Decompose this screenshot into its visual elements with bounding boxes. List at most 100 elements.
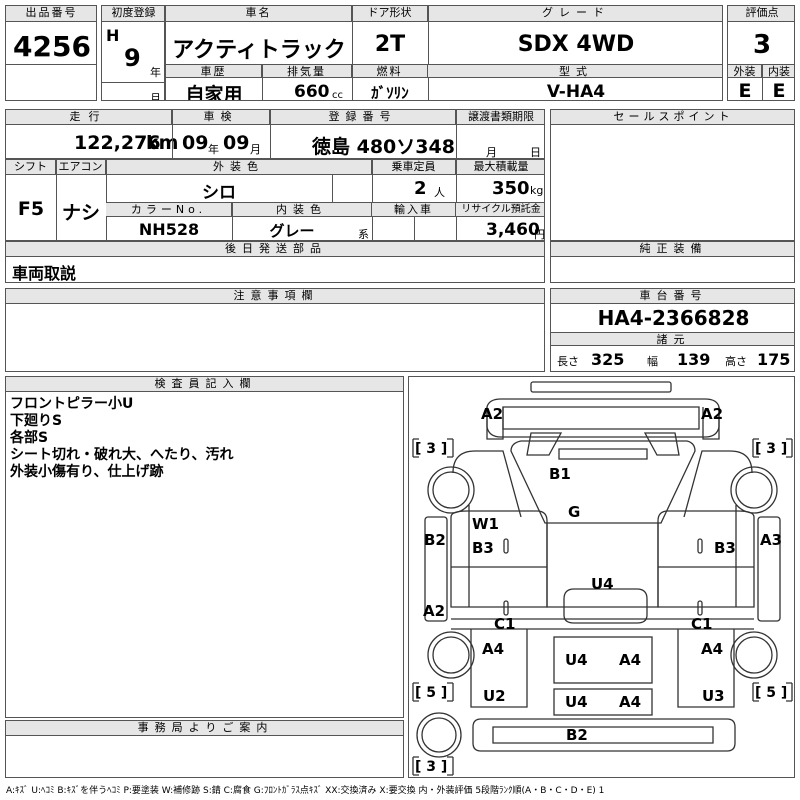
office-label: 事務局よりご案内 (6, 721, 403, 736)
import-label: 輸入車 (372, 202, 456, 217)
car-name-label: 車名 (166, 6, 352, 22)
first-registration-year: 9 (124, 44, 141, 72)
score-value: 3 (752, 30, 772, 60)
mark-u2: U2 (483, 687, 506, 705)
genuine-equip-box: 純正装備 (550, 241, 795, 283)
chassis-label: 車台番号 (551, 289, 794, 304)
shift-value: F5 (17, 198, 45, 220)
interior-grade-value: E (772, 80, 786, 101)
mark-u3: U3 (702, 687, 725, 705)
lot-number-value: 4256 (13, 30, 91, 63)
mark-b3-right: B3 (714, 539, 736, 557)
later-parts-value: 車両取説 (12, 264, 77, 283)
ext-color-value: シロ (202, 183, 236, 203)
int-color-suffix: 系 (358, 228, 369, 241)
mark-u4-mid: U4 (591, 575, 614, 593)
displacement-unit: cc (332, 90, 343, 101)
lot-number-label: 出品番号 (6, 6, 96, 22)
inspection-year-unit: 年 (208, 143, 219, 156)
office-box: 事務局よりご案内 (5, 720, 404, 778)
score-label: 評価点 (728, 6, 794, 22)
car-spec-box: 車名 ドア形状 グレード アクティトラック 2T SDX 4WD 車歴 排気量 … (165, 5, 723, 101)
width-label: 幅 (647, 355, 658, 368)
grade-label: グレード (428, 6, 722, 22)
recycle-value: 3,460 (486, 220, 540, 240)
tire-front-left: [ 3 ] (415, 441, 448, 457)
inspection-year: 09 (182, 132, 209, 154)
interior-grade-label: 内装 (762, 64, 794, 78)
registration-value: 徳島 480ソ348 (312, 136, 455, 158)
first-registration-label: 初度登録 (102, 6, 164, 22)
transfer-day-unit: 日 (530, 146, 541, 159)
height-value: 175 (757, 350, 791, 369)
door-label: ドア形状 (352, 6, 428, 22)
capacity-label: 乗車定員 (372, 160, 456, 175)
mileage-label: 走行 (6, 110, 172, 125)
tire-rear-left: [ 5 ] (415, 685, 448, 701)
mark-b1: B1 (549, 465, 571, 483)
damage-legend: A:ｷｽﾞ U:ﾍｺﾐ B:ｷｽﾞを伴うﾍｺﾐ P:要塗装 W:補修跡 S:錆 … (6, 786, 605, 796)
damage-diagram: A2 A2 B1 G W1 B3 B3 B2 A3 U4 A2 C1 C1 A4… (408, 376, 795, 778)
history-value: 自家用 (185, 84, 243, 101)
inspector-box: 検査員記入欄 フロントピラー小U 下廻りS 各部S シート切れ・破れ大、へたり、… (5, 376, 404, 718)
mileage-unit: km (146, 132, 179, 154)
specs-label: 諸元 (551, 332, 794, 346)
inspector-note-3: 各部S (10, 430, 49, 446)
int-color-value: グレー (269, 222, 315, 240)
mark-b3-left: B3 (472, 539, 494, 557)
car-name-value: アクティトラック (172, 38, 346, 63)
first-registration-month-unit: 月 (150, 92, 161, 101)
inspection-label: 車検 (172, 110, 270, 125)
displacement-label: 排気量 (262, 64, 352, 78)
mark-u4-rear: U4 (565, 693, 588, 711)
grade-value: SDX 4WD (517, 32, 635, 57)
model-value: V-HA4 (546, 82, 606, 101)
height-label: 高さ (725, 355, 747, 368)
mark-u4-bed: U4 (565, 651, 588, 669)
fuel-label: 燃料 (352, 64, 428, 78)
inspector-note-2: 下廻りS (10, 413, 63, 429)
recycle-unit: 円 (534, 228, 545, 241)
usage-box: 走行 車検 登録番号 譲渡書類期限 122,276 km 09 年 09 月 徳… (5, 109, 545, 159)
color-no-label: カラーNo. (106, 202, 232, 217)
length-label: 長さ (557, 355, 579, 368)
sales-point-box: セールスポイント (550, 109, 795, 241)
first-registration-box: 初度登録 H 9 年 月 (101, 5, 165, 101)
first-registration-year-unit: 年 (150, 66, 161, 79)
door-value: 2T (374, 32, 406, 57)
capacity-unit: 人 (434, 186, 445, 199)
chassis-box: 車台番号 HA4-2366828 諸元 長さ 325 幅 139 高さ 175 (550, 288, 795, 372)
mark-c1-left: C1 (494, 615, 516, 633)
exterior-grade-label: 外装 (728, 64, 762, 78)
first-registration-era: H (106, 26, 120, 45)
inspection-month-unit: 月 (250, 143, 261, 156)
tire-spare: [ 3 ] (415, 759, 448, 775)
later-parts-box: 後日発送部品 車両取説 (5, 241, 545, 283)
model-label: 型式 (428, 64, 722, 78)
int-color-label: 内装色 (232, 202, 372, 217)
mark-a4-right: A4 (701, 640, 724, 658)
mark-a2-left: A2 (423, 602, 446, 620)
equipment-box: シフト エアコン 外装色 乗車定員 最大積載量 F5 ナシ シロ 2 人 350… (5, 159, 545, 241)
caution-box: 注意事項欄 (5, 288, 545, 372)
capacity-value: 2 (414, 178, 427, 199)
inspector-note-5: 外装小傷有り、仕上げ跡 (10, 464, 164, 480)
mark-a4-left: A4 (482, 640, 505, 658)
ext-color-label: 外装色 (106, 160, 372, 175)
aircon-label: エアコン (56, 160, 106, 175)
mark-a2-front-right: A2 (701, 405, 724, 423)
inspection-month: 09 (223, 132, 250, 154)
mark-a2-front-left: A2 (481, 405, 504, 423)
displacement-value: 660 (294, 82, 330, 101)
tire-rear-right: [ 5 ] (755, 685, 788, 701)
mark-g: G (568, 503, 581, 521)
fuel-value: ｶﾞｿﾘﾝ (371, 84, 409, 101)
transfer-month-unit: 月 (486, 146, 497, 159)
inspector-note-1: フロントピラー小U (10, 396, 134, 412)
chassis-value: HA4-2366828 (597, 306, 750, 330)
score-box: 評価点 3 外装 内装 E E (727, 5, 795, 101)
mark-b2-left: B2 (424, 531, 446, 549)
lot-number-box: 出品番号 4256 (5, 5, 97, 101)
shift-label: シフト (6, 160, 56, 175)
caution-label: 注意事項欄 (6, 289, 544, 304)
